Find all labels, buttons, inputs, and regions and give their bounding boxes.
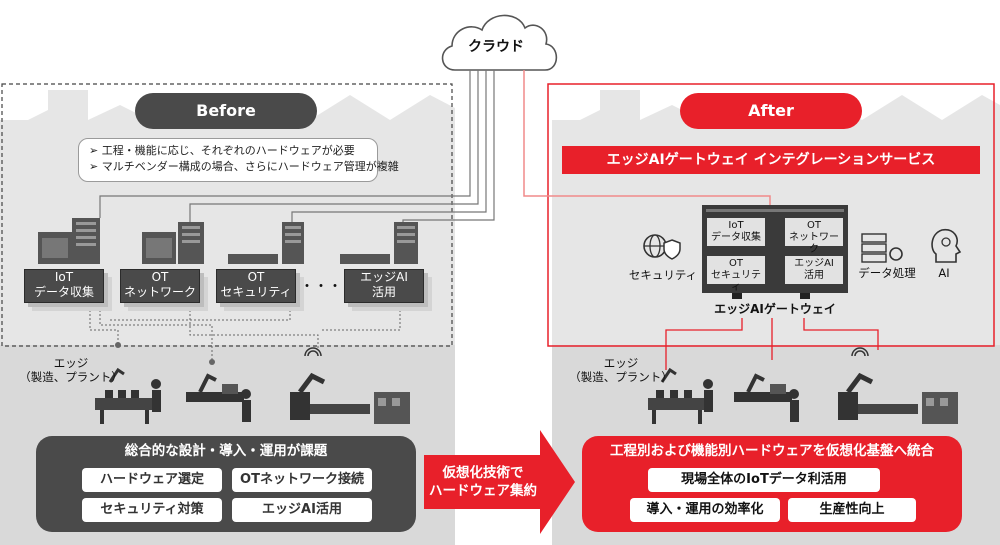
before-title: Before xyxy=(135,93,317,129)
gw-otnet-line1: OT xyxy=(807,220,821,231)
device-ot-network: OT ネットワーク xyxy=(120,269,200,303)
after-edge-line1: エッジ xyxy=(603,356,639,370)
after-edge-links xyxy=(665,318,879,370)
gw-iot-line2: データ収集 xyxy=(711,232,761,243)
device-ot-security: OT セキュリティ xyxy=(216,269,296,303)
data-processing-label: データ処理 xyxy=(858,266,916,280)
before-boundary xyxy=(1,83,453,347)
gw-otsec-line1: OT xyxy=(729,258,743,269)
issue-security: セキュリティ対策 xyxy=(82,498,222,522)
arrow-label-line1: 仮想化技術で xyxy=(442,465,524,481)
after-title: After xyxy=(680,93,862,129)
security-label: セキュリティ xyxy=(628,268,698,282)
device-otsec-line2: セキュリティ xyxy=(220,285,292,299)
after-benefits-box: 工程別および機能別ハードウェアを仮想化基盤へ統合 現場全体のIoTデータ利活用 … xyxy=(582,436,962,532)
before-edge-line2: （製造、プラント） xyxy=(19,370,123,384)
device-edgeai-line2: 活用 xyxy=(371,285,396,299)
benefit-iot-data: 現場全体のIoTデータ利活用 xyxy=(648,468,880,492)
after-edge-line2: （製造、プラント） xyxy=(569,370,673,384)
device-iot-line1: IoT xyxy=(54,270,74,284)
after-edge-label: エッジ （製造、プラント） xyxy=(566,356,676,384)
gateway-cell-iot: IoT データ収集 xyxy=(707,218,765,246)
cloud-icon xyxy=(441,14,558,71)
before-device-links xyxy=(89,310,401,360)
gateway-cell-ot-network: OT ネットワーク xyxy=(785,218,843,255)
issue-edge-ai: エッジAI活用 xyxy=(232,498,372,522)
transform-arrow xyxy=(424,430,575,534)
service-banner: エッジAIゲートウェイ インテグレーションサービス xyxy=(562,146,980,174)
gw-otnet-line2: ネットワーク xyxy=(789,232,839,255)
gateway-cell-edge-ai: エッジAI 活用 xyxy=(785,256,843,284)
benefit-efficiency: 導入・運用の効率化 xyxy=(630,498,780,522)
before-issues-title: 総合的な設計・導入・運用が課題 xyxy=(124,443,328,459)
benefit-productivity: 生産性向上 xyxy=(788,498,916,522)
ai-head-icon xyxy=(931,228,962,263)
ai-label: AI xyxy=(938,266,950,280)
device-edge-ai: エッジAI 活用 xyxy=(344,269,424,303)
arrow-label-line2: ハードウェア集約 xyxy=(429,483,537,499)
after-benefits-title: 工程別および機能別ハードウェアを仮想化基盤へ統合 xyxy=(610,443,934,459)
before-factory-equipment xyxy=(95,347,410,424)
before-cloud-links xyxy=(99,70,495,222)
cloud-label: クラウド xyxy=(468,39,524,55)
before-issues-box: 総合的な設計・導入・運用が課題 ハードウェア選定 OTネットワーク接続 セキュリ… xyxy=(36,436,416,532)
before-edge-label: エッジ （製造、プラント） xyxy=(16,356,126,384)
before-edge-line1: エッジ xyxy=(53,356,89,370)
after-boundary xyxy=(547,83,995,347)
before-ellipsis: ・・・ xyxy=(300,279,342,295)
globe-shield-icon xyxy=(643,234,681,260)
before-notes: ➢ 工程・機能に応じ、それぞれのハードウェアが必要 ➢ マルチベンダー構成の場合… xyxy=(78,138,399,182)
gw-iot-line1: IoT xyxy=(728,220,744,231)
gw-edgeai-line2: 活用 xyxy=(804,270,824,281)
after-cloud-link xyxy=(523,70,771,205)
device-iot: IoT データ収集 xyxy=(24,269,104,303)
before-note-2: ➢ マルチベンダー構成の場合、さらにハードウェア管理が複雑 xyxy=(89,160,399,173)
issue-hardware: ハードウェア選定 xyxy=(82,468,222,492)
device-otnet-line2: ネットワーク xyxy=(123,285,196,299)
server-gear-icon xyxy=(861,233,903,263)
issue-ot-network: OTネットワーク接続 xyxy=(232,468,372,492)
gw-otsec-line2: セキュリティ xyxy=(711,270,761,293)
after-factory-equipment xyxy=(648,347,958,424)
device-otnet-line1: OT xyxy=(151,270,169,284)
before-note-1: ➢ 工程・機能に応じ、それぞれのハードウェアが必要 xyxy=(89,144,355,157)
device-otsec-line1: OT xyxy=(247,270,265,284)
before-hardware xyxy=(38,218,418,264)
device-iot-line2: データ収集 xyxy=(33,285,94,299)
gateway-label: エッジAIゲートウェイ xyxy=(714,302,836,316)
gateway-cell-ot-security: OT セキュリティ xyxy=(707,256,765,293)
arrow-label: 仮想化技術で ハードウェア集約 xyxy=(424,464,542,500)
device-edgeai-line1: エッジAI xyxy=(360,270,408,284)
gw-edgeai-line1: エッジAI xyxy=(794,258,834,269)
